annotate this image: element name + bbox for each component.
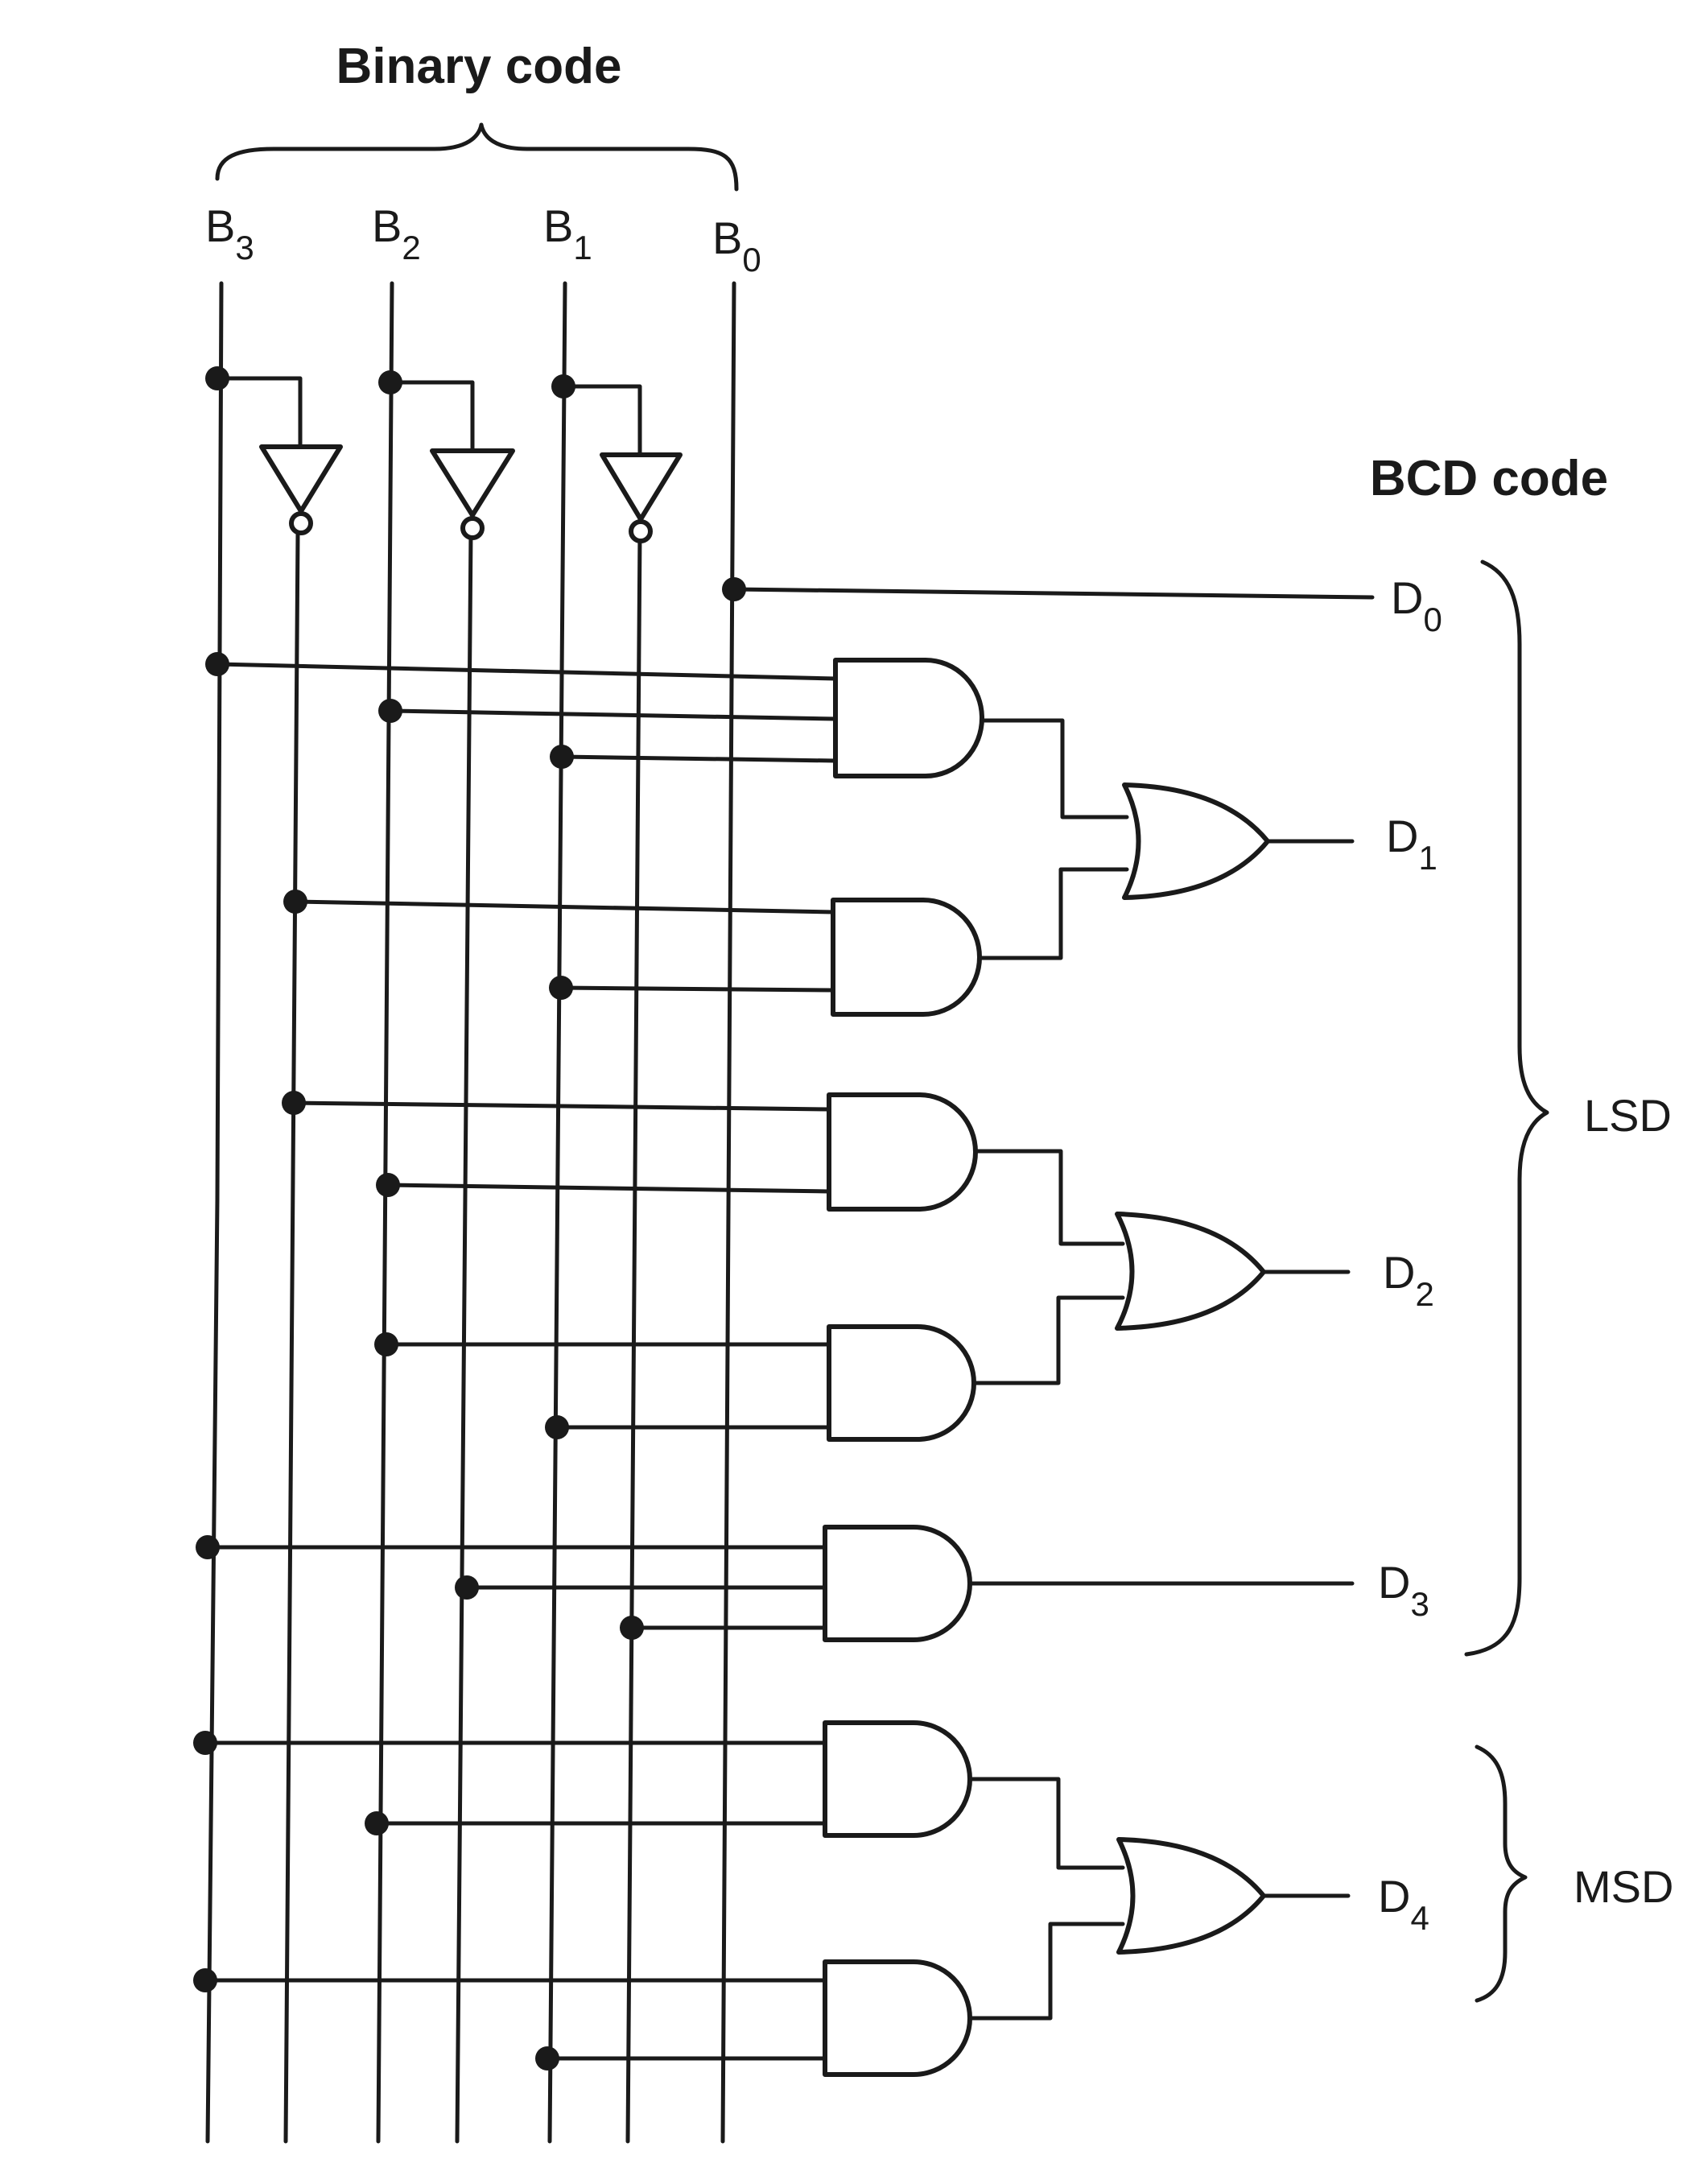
inverter-b3 [215,376,343,535]
or-gate-d4 [1116,1837,1266,1955]
bus-b1 [547,281,567,2144]
and-gate-2 [831,898,982,1017]
gate-output-wires [967,718,1355,2021]
and-gate-3 [827,1092,978,1212]
msd-brace [1475,1744,1528,2003]
msd-label: MSD [1574,1861,1673,1912]
bcd-code-title: BCD code [1370,451,1608,506]
input-label-b0: B0 [712,213,761,279]
output-label-d1: D1 [1386,811,1437,877]
input-label-b3: B3 [205,200,254,266]
and-gate-7 [823,1959,972,2077]
lsd-brace [1464,559,1549,1657]
binary-code-title: Binary code [336,39,622,94]
and-gate-4 [827,1324,976,1442]
inverter-b1 [561,384,683,543]
and-gate-6 [823,1720,972,1838]
or-gate-d1 [1122,782,1270,900]
and-gate-5 [823,1525,972,1642]
bus-b3 [205,281,224,2144]
output-label-d3: D3 [1378,1557,1429,1623]
bus-b0 [720,281,736,2144]
bus-b3-not [283,531,300,2144]
output-label-d2: D2 [1383,1247,1434,1313]
binary-code-brace [215,122,739,192]
bus-b2 [376,281,394,2144]
bus-b2-not [455,531,473,2144]
input-label-b2: B2 [372,200,421,266]
input-label-b1: B1 [543,200,592,266]
junction-dots [193,366,746,2070]
and-gate-1 [833,658,984,778]
input-bus-lines [205,281,736,2144]
lsd-label: LSD [1584,1090,1672,1141]
gate-input-wires [203,587,1375,2061]
bus-b1-not [625,531,642,2144]
or-gate-d2 [1115,1212,1266,1331]
inverter-b2 [388,380,515,540]
output-label-d0: D0 [1391,572,1442,638]
output-label-d4: D4 [1378,1871,1429,1937]
